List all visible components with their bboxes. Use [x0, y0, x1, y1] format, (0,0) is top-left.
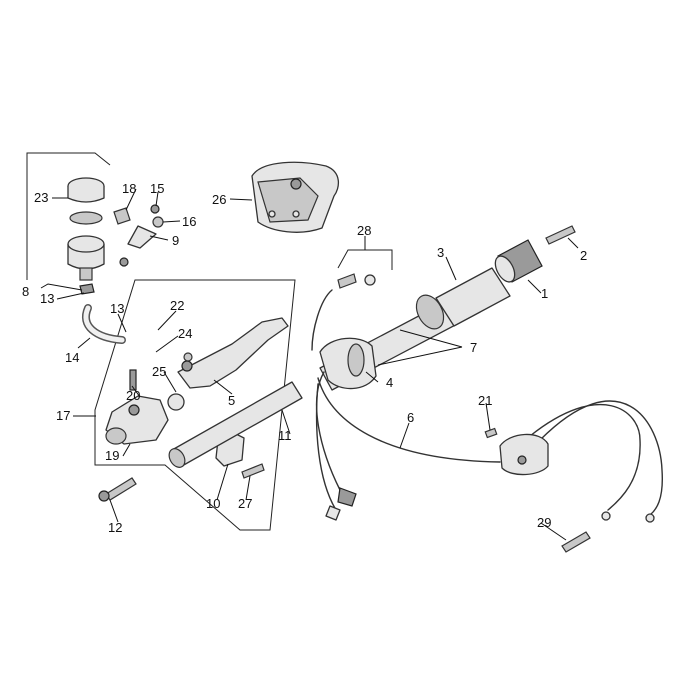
callout-6: 6: [407, 410, 414, 425]
callout-24: 24: [178, 326, 192, 341]
reservoir-group-frame: [26, 152, 111, 280]
connector-group-bracket: [337, 249, 393, 270]
callout-19: 19: [105, 448, 119, 463]
callout-13-right: 13: [110, 301, 124, 316]
reservoir-assembly: [67, 177, 105, 295]
connector-parts: [337, 273, 376, 289]
handlebar-tube: [168, 381, 303, 468]
choke-housing: [484, 427, 549, 476]
bar-end-weight: [494, 239, 543, 283]
callout-15: 15: [150, 181, 164, 196]
switch-housing-cover: [251, 161, 339, 233]
cables: [311, 289, 664, 523]
callout-3: 3: [437, 245, 444, 260]
callout-26: 26: [212, 192, 226, 207]
leader-lines: [40, 188, 579, 541]
callout-18: 18: [122, 181, 136, 196]
callout-22: 22: [170, 298, 184, 313]
callout-27: 27: [238, 496, 252, 511]
callout-16: 16: [182, 214, 196, 229]
callout-13-left: 13: [40, 291, 54, 306]
callout-11: 11: [278, 428, 292, 443]
callout-21: 21: [478, 393, 492, 408]
small-fasteners: [113, 204, 164, 267]
callout-labels: 23 18 15 16 9 26 28 3 2 1 7 4 6 21 29 8 …: [22, 181, 587, 535]
callout-9: 9: [172, 233, 179, 248]
callout-29: 29: [537, 515, 551, 530]
callout-20: 20: [126, 388, 140, 403]
throttle-housing: [319, 337, 377, 390]
callout-14: 14: [65, 350, 79, 365]
callout-5: 5: [228, 393, 235, 408]
callout-1: 1: [541, 286, 548, 301]
callout-4: 4: [386, 375, 393, 390]
callout-2: 2: [580, 248, 587, 263]
callout-17: 17: [56, 408, 70, 423]
brake-lever: [177, 317, 289, 389]
callout-12: 12: [108, 520, 122, 535]
callout-7: 7: [470, 340, 477, 355]
bolts: [98, 225, 591, 553]
callout-10: 10: [206, 496, 220, 511]
callout-25: 25: [152, 364, 166, 379]
master-cylinder: [105, 369, 185, 445]
callout-23: 23: [34, 190, 48, 205]
callout-28: 28: [357, 223, 371, 238]
callout-8: 8: [22, 284, 29, 299]
